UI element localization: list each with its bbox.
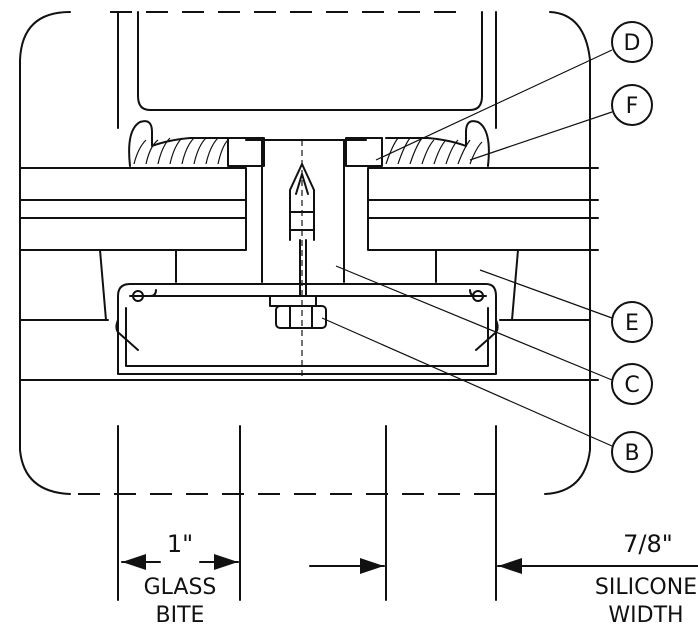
callout-e: E	[611, 301, 653, 343]
silicone-seal-left	[128, 120, 229, 167]
silicone-width-label-line2: WIDTH	[608, 603, 683, 628]
leader-lines	[321, 49, 613, 447]
spacer-block-right	[345, 137, 383, 167]
silicone-width-dimension: 7/8" SILICONE WIDTH	[309, 530, 698, 628]
dimension-extension-lines	[117, 425, 497, 601]
glass-bite-label-line1: GLASS	[144, 575, 217, 600]
svg-text:B: B	[624, 441, 639, 466]
glass-bite-label-line2: BITE	[156, 603, 205, 628]
glass-pane-right	[367, 167, 599, 251]
glass-pane-left	[19, 167, 247, 251]
silicone-seal-right	[385, 120, 490, 167]
spacer-block-left	[227, 137, 265, 167]
callout-b: B	[611, 431, 653, 473]
callout-d: D	[611, 21, 653, 63]
callout-c: C	[611, 363, 653, 405]
svg-text:E: E	[625, 311, 639, 336]
callout-f: F	[611, 84, 653, 126]
svg-text:F: F	[626, 94, 639, 119]
svg-text:D: D	[624, 31, 641, 56]
glass-bite-dimension: 1" GLASS BITE	[121, 530, 239, 628]
side-frames	[19, 109, 599, 421]
silicone-width-label-line1: SILICONE	[595, 575, 697, 600]
glass-bite-value: 1"	[167, 530, 193, 558]
svg-text:C: C	[624, 373, 639, 398]
fastener-screw	[269, 140, 327, 378]
pressure-plate	[115, 283, 499, 375]
silicone-width-value: 7/8"	[623, 530, 673, 558]
